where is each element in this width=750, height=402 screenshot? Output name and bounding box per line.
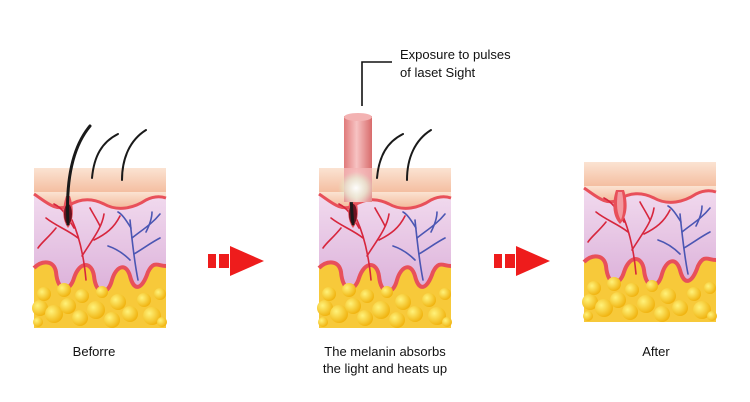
empty-follicle-icon — [613, 190, 627, 224]
skin-block-before — [32, 124, 168, 330]
skin-block-after — [582, 160, 718, 324]
laser-callout-text: Exposure to pulses of laset Sight — [400, 46, 511, 82]
callout-leader-line — [361, 61, 392, 106]
stage-label-before: Beforre — [72, 344, 116, 359]
laser-beam-icon — [338, 113, 374, 204]
right-arrow-icon — [494, 246, 550, 276]
stage-label-during: The melanin absorbs the light and heats … — [322, 344, 448, 376]
hair-strands-icon — [66, 124, 147, 226]
skin-block-during — [317, 129, 453, 330]
callout-line-1: Exposure to pulses — [400, 47, 511, 62]
right-arrow-icon — [208, 246, 264, 276]
stage-label-after: After — [642, 344, 670, 359]
callout-line-2: of laset Sight — [400, 65, 476, 80]
